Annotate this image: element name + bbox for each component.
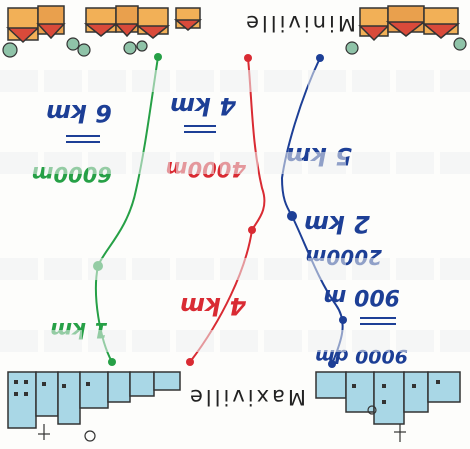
route-point bbox=[244, 54, 252, 62]
green-route-path bbox=[95, 56, 159, 363]
house-icon bbox=[83, 5, 171, 39]
green-route: 1 km 6000m 6 km bbox=[32, 53, 162, 366]
house-icon bbox=[173, 7, 203, 31]
route-point bbox=[287, 211, 297, 221]
background-text-line bbox=[0, 70, 470, 92]
blue-label-2km: 2 km bbox=[304, 210, 370, 238]
route-point bbox=[328, 360, 336, 368]
route-point bbox=[339, 316, 347, 324]
route-point bbox=[248, 226, 256, 234]
miniville-town: Miniville bbox=[2, 5, 467, 58]
red-route-path bbox=[189, 57, 266, 363]
blue-route: 5 km 2000m 2 km 900 m 9000 dm bbox=[280, 54, 408, 368]
maxiville-town: Maxiville bbox=[7, 371, 461, 442]
building-icon bbox=[7, 371, 461, 429]
route-point bbox=[316, 54, 324, 62]
miniville-label: Miniville bbox=[243, 11, 356, 35]
route-point bbox=[154, 53, 162, 61]
red-label-4km-top: 4 km bbox=[170, 92, 237, 120]
red-label-4km-bottom: 4 km bbox=[180, 292, 247, 320]
tree-icon bbox=[38, 405, 406, 442]
route-point bbox=[108, 358, 116, 366]
house-icon bbox=[358, 5, 461, 42]
route-point bbox=[186, 358, 194, 366]
green-label-6km: 6 km bbox=[46, 99, 112, 127]
maxiville-label: Maxiville bbox=[187, 385, 306, 409]
background-text-line bbox=[0, 152, 470, 174]
tree-icon bbox=[2, 37, 467, 58]
background-text-line bbox=[0, 258, 470, 280]
house-icon bbox=[6, 5, 66, 44]
red-route: 4 km 4000m 4 km bbox=[166, 54, 266, 366]
blue-label-900m: 900 m bbox=[323, 284, 400, 309]
background-text-line bbox=[0, 330, 470, 352]
window-grid bbox=[14, 380, 440, 404]
